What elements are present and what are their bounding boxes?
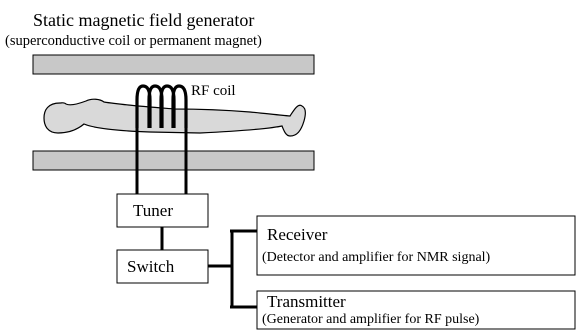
switch-box xyxy=(116,249,209,284)
diagram-title: Static magnetic field generator xyxy=(33,10,255,30)
rf-coil xyxy=(135,84,188,128)
transmitter-description: (Generator and amplifier for RF pulse) xyxy=(262,312,480,327)
transmitter-title: Transmitter xyxy=(267,292,346,311)
receiver-description: (Detector and amplifier for NMR signal) xyxy=(262,250,491,265)
receiver-box xyxy=(256,215,576,276)
transmitter-box xyxy=(256,290,576,330)
rf-coil-loop-4 xyxy=(171,84,188,128)
upper-magnet-plate xyxy=(32,54,315,75)
receiver-title: Receiver xyxy=(267,225,328,244)
lower-magnet-plate xyxy=(32,150,315,171)
tuner-label: Tuner xyxy=(133,201,173,220)
tuner-box xyxy=(116,193,209,228)
rf-coil-label: RF coil xyxy=(191,83,236,99)
diagram-subtitle: (superconductive coil or permanent magne… xyxy=(5,33,262,49)
switch-label: Switch xyxy=(127,257,175,276)
